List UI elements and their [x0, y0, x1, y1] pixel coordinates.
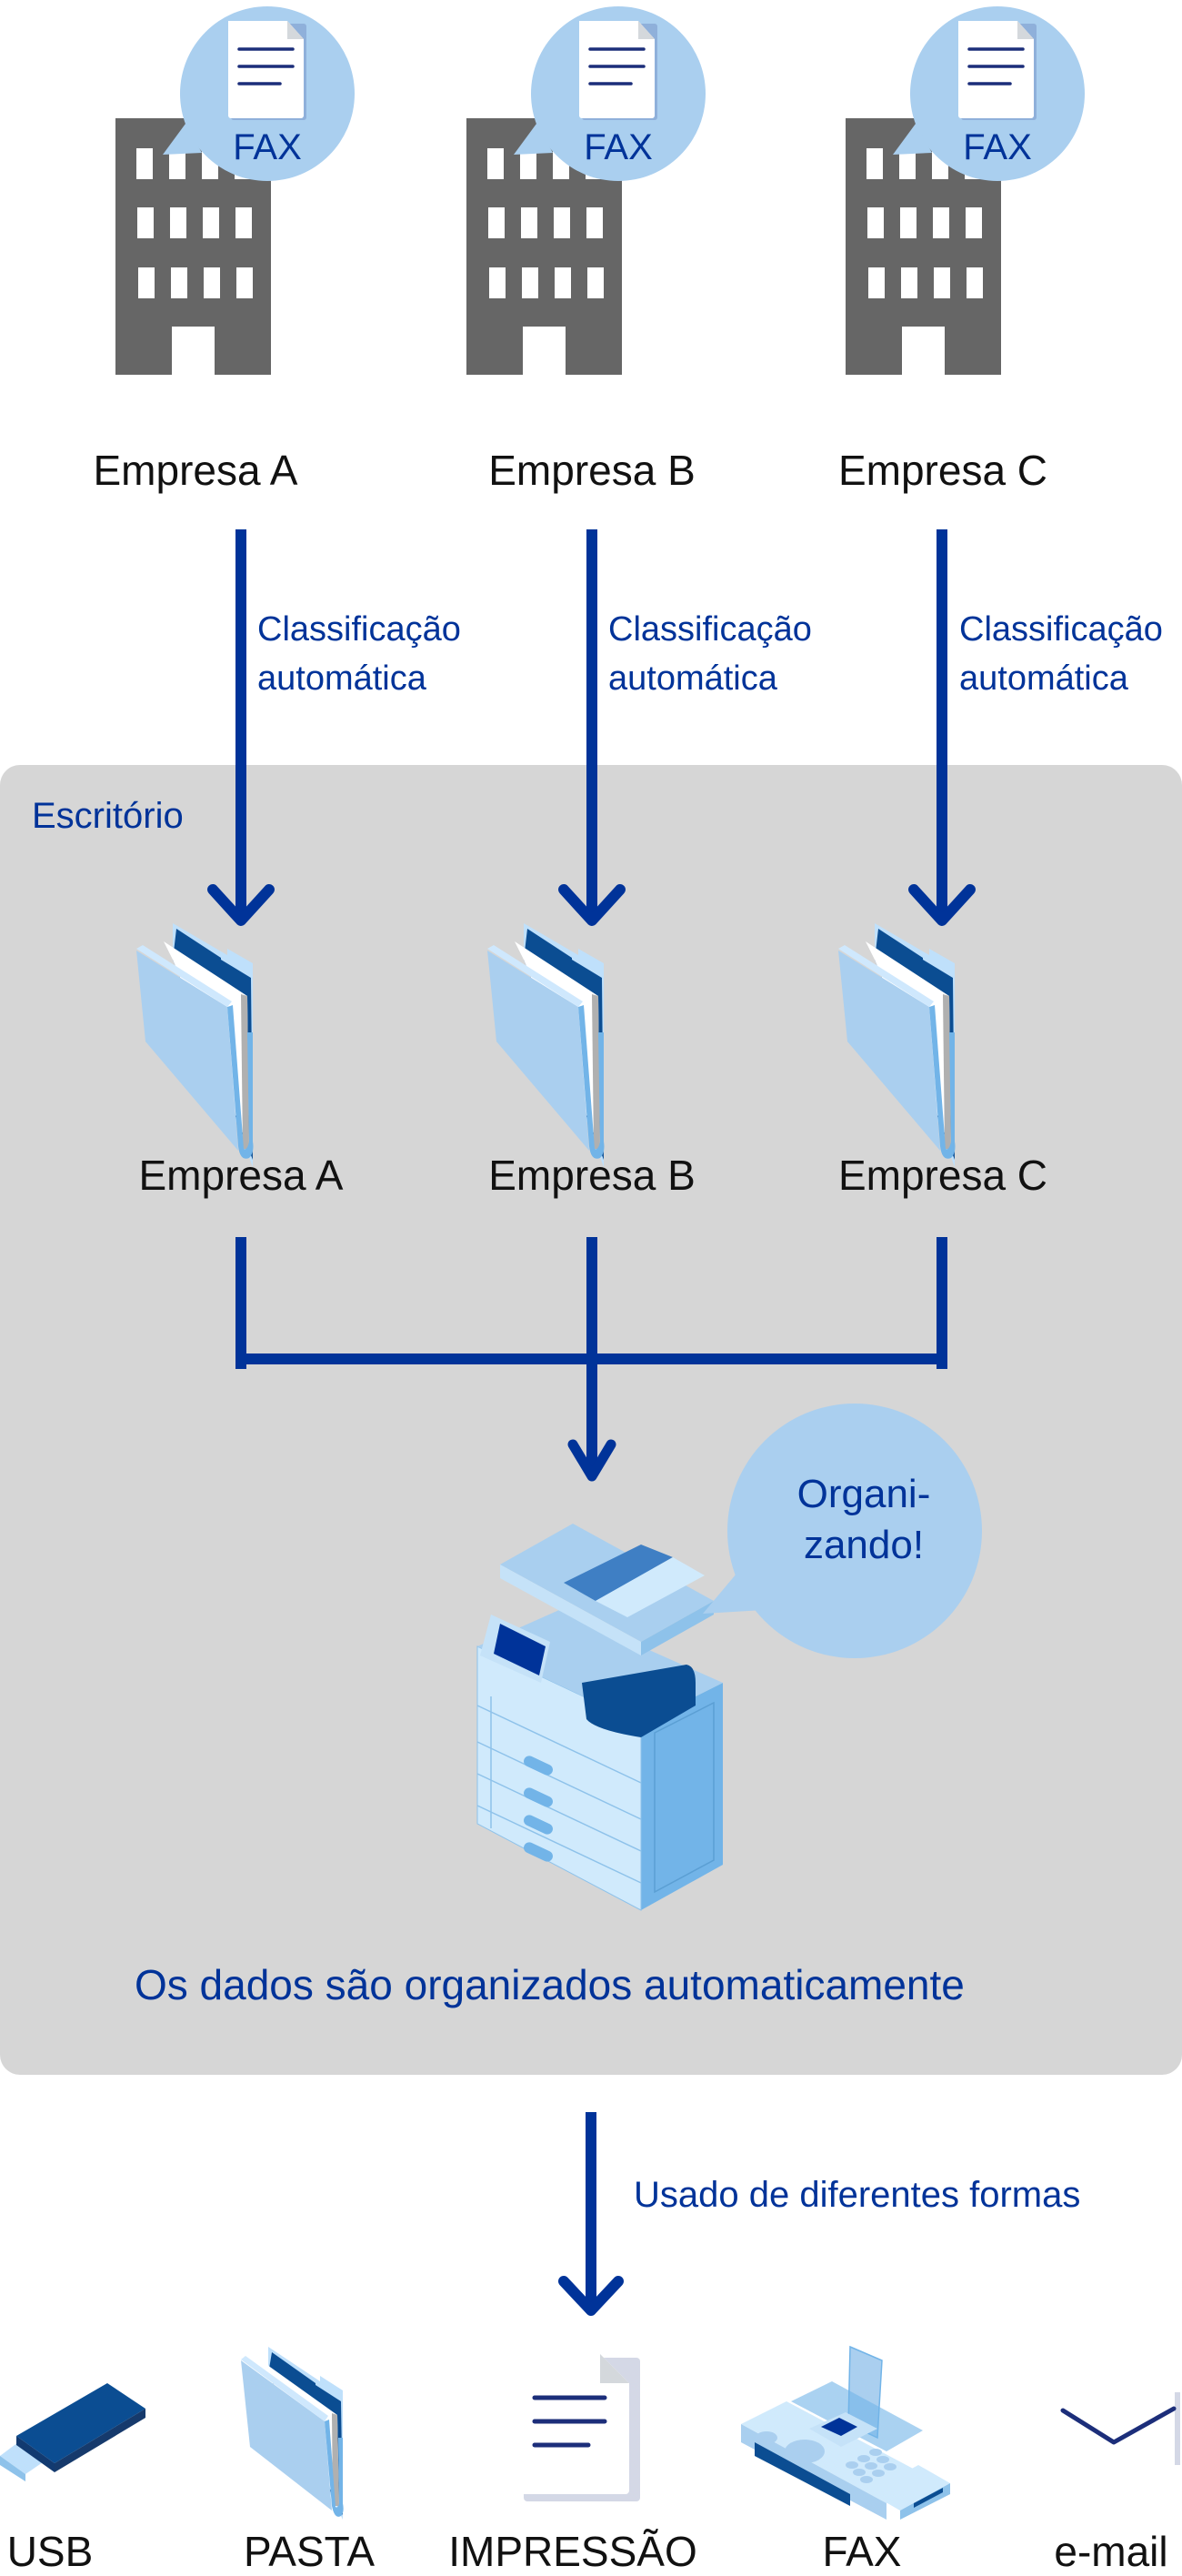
envelope-icon: [1059, 2390, 1180, 2467]
office-caption: Os dados são organizados automaticamente: [135, 1961, 965, 2008]
arrow-down-icon: [207, 884, 275, 926]
output-arrow-label: Usado de diferentes formas: [634, 2175, 1081, 2215]
fax-bubble-label: FAX: [963, 127, 1032, 167]
folder-label: Empresa A: [138, 1152, 344, 1199]
company-name: Empresa B: [488, 447, 696, 494]
folder-icon: [487, 923, 605, 1167]
folder-icon: [838, 923, 956, 1167]
folder-icon: [241, 2347, 344, 2520]
arrow-down-icon: [908, 884, 976, 926]
folder-label: Empresa B: [488, 1152, 696, 1199]
company-name: Empresa A: [93, 447, 298, 494]
company-a: FAX Empresa A: [0, 0, 391, 494]
arrow-down-icon: [558, 884, 626, 926]
folder-label: Empresa C: [837, 1152, 1048, 1199]
output-item-label: PASTA: [244, 2528, 375, 2575]
fax-bubble-icon: [893, 6, 1085, 181]
building-icon: [466, 6, 706, 375]
fax-bubble-icon: [514, 6, 706, 181]
company-b: FAX Empresa B: [351, 0, 742, 494]
output-item-label: USB: [6, 2528, 94, 2575]
building-icon: [115, 6, 355, 375]
organizing-bubble-label: Organi- zando!: [796, 1472, 931, 1567]
fax-bubble-label: FAX: [584, 127, 653, 167]
output-item-label: e-mail: [1054, 2528, 1168, 2575]
company-name: Empresa C: [837, 447, 1048, 494]
arrow-down-icon: [567, 1439, 616, 1482]
multifunction-printer-icon: [476, 1524, 723, 1911]
fax-machine-icon: [741, 2345, 950, 2520]
building-icon: [846, 6, 1085, 375]
document-icon: [518, 2354, 640, 2501]
folder-icon: [136, 923, 254, 1167]
fax-bubble-label: FAX: [233, 127, 302, 167]
arrow-down-icon: [558, 2276, 624, 2316]
speech-bubble-icon: [703, 1404, 982, 1658]
output-item-label: IMPRESSÃO: [448, 2528, 697, 2575]
fax-bubble-icon: [163, 6, 355, 181]
company-c: FAX Empresa C: [702, 0, 1093, 494]
usb-drive-icon: [0, 2383, 145, 2481]
office-title: Escritório: [32, 796, 184, 836]
output-item-label: FAX: [822, 2528, 902, 2575]
